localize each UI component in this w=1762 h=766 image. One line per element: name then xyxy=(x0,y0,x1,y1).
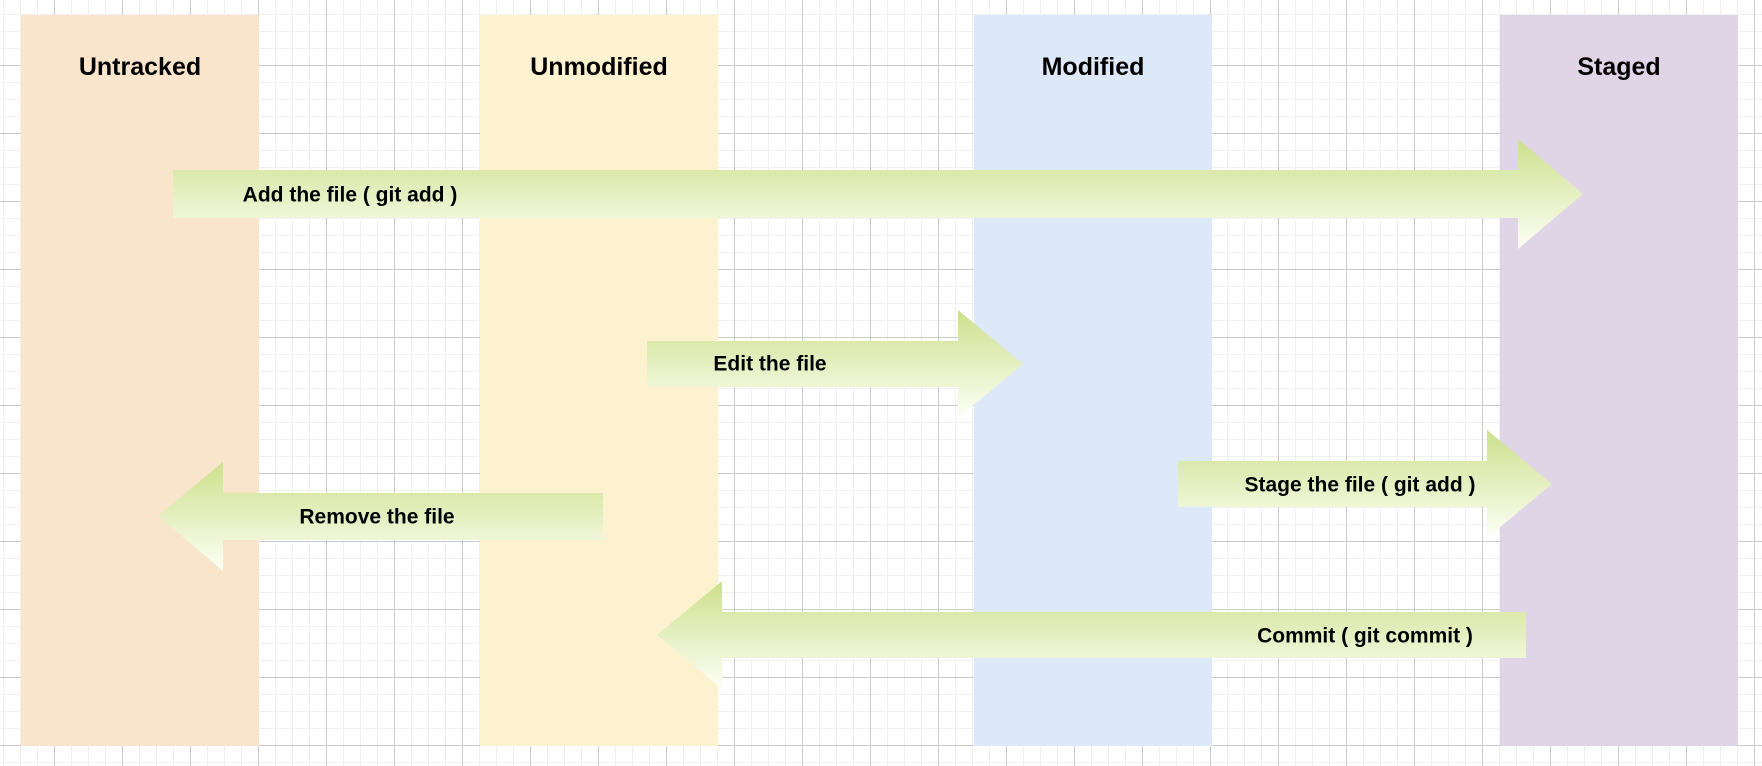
arrow-label-remove-file: Remove the file xyxy=(299,505,455,529)
column-title-staged: Staged xyxy=(1577,53,1661,81)
arrow-stage-file[interactable] xyxy=(1178,430,1552,538)
arrow-label-edit-file: Edit the file xyxy=(713,352,827,376)
arrow-add-file[interactable] xyxy=(173,139,1583,249)
arrow-edit-file[interactable] xyxy=(647,310,1023,418)
arrow-commit[interactable] xyxy=(657,581,1526,689)
column-untracked[interactable]: Untracked xyxy=(21,15,259,746)
arrow-label-commit: Commit ( git commit ) xyxy=(1257,624,1473,648)
arrow-remove-file[interactable] xyxy=(158,462,603,571)
column-title-untracked: Untracked xyxy=(78,53,202,81)
column-staged[interactable]: Staged xyxy=(1500,15,1738,746)
column-title-unmodified: Unmodified xyxy=(530,53,668,81)
arrow-label-stage-file: Stage the file ( git add ) xyxy=(1244,473,1476,497)
column-title-modified: Modified xyxy=(1041,53,1145,81)
arrow-label-add-file: Add the file ( git add ) xyxy=(242,183,458,207)
